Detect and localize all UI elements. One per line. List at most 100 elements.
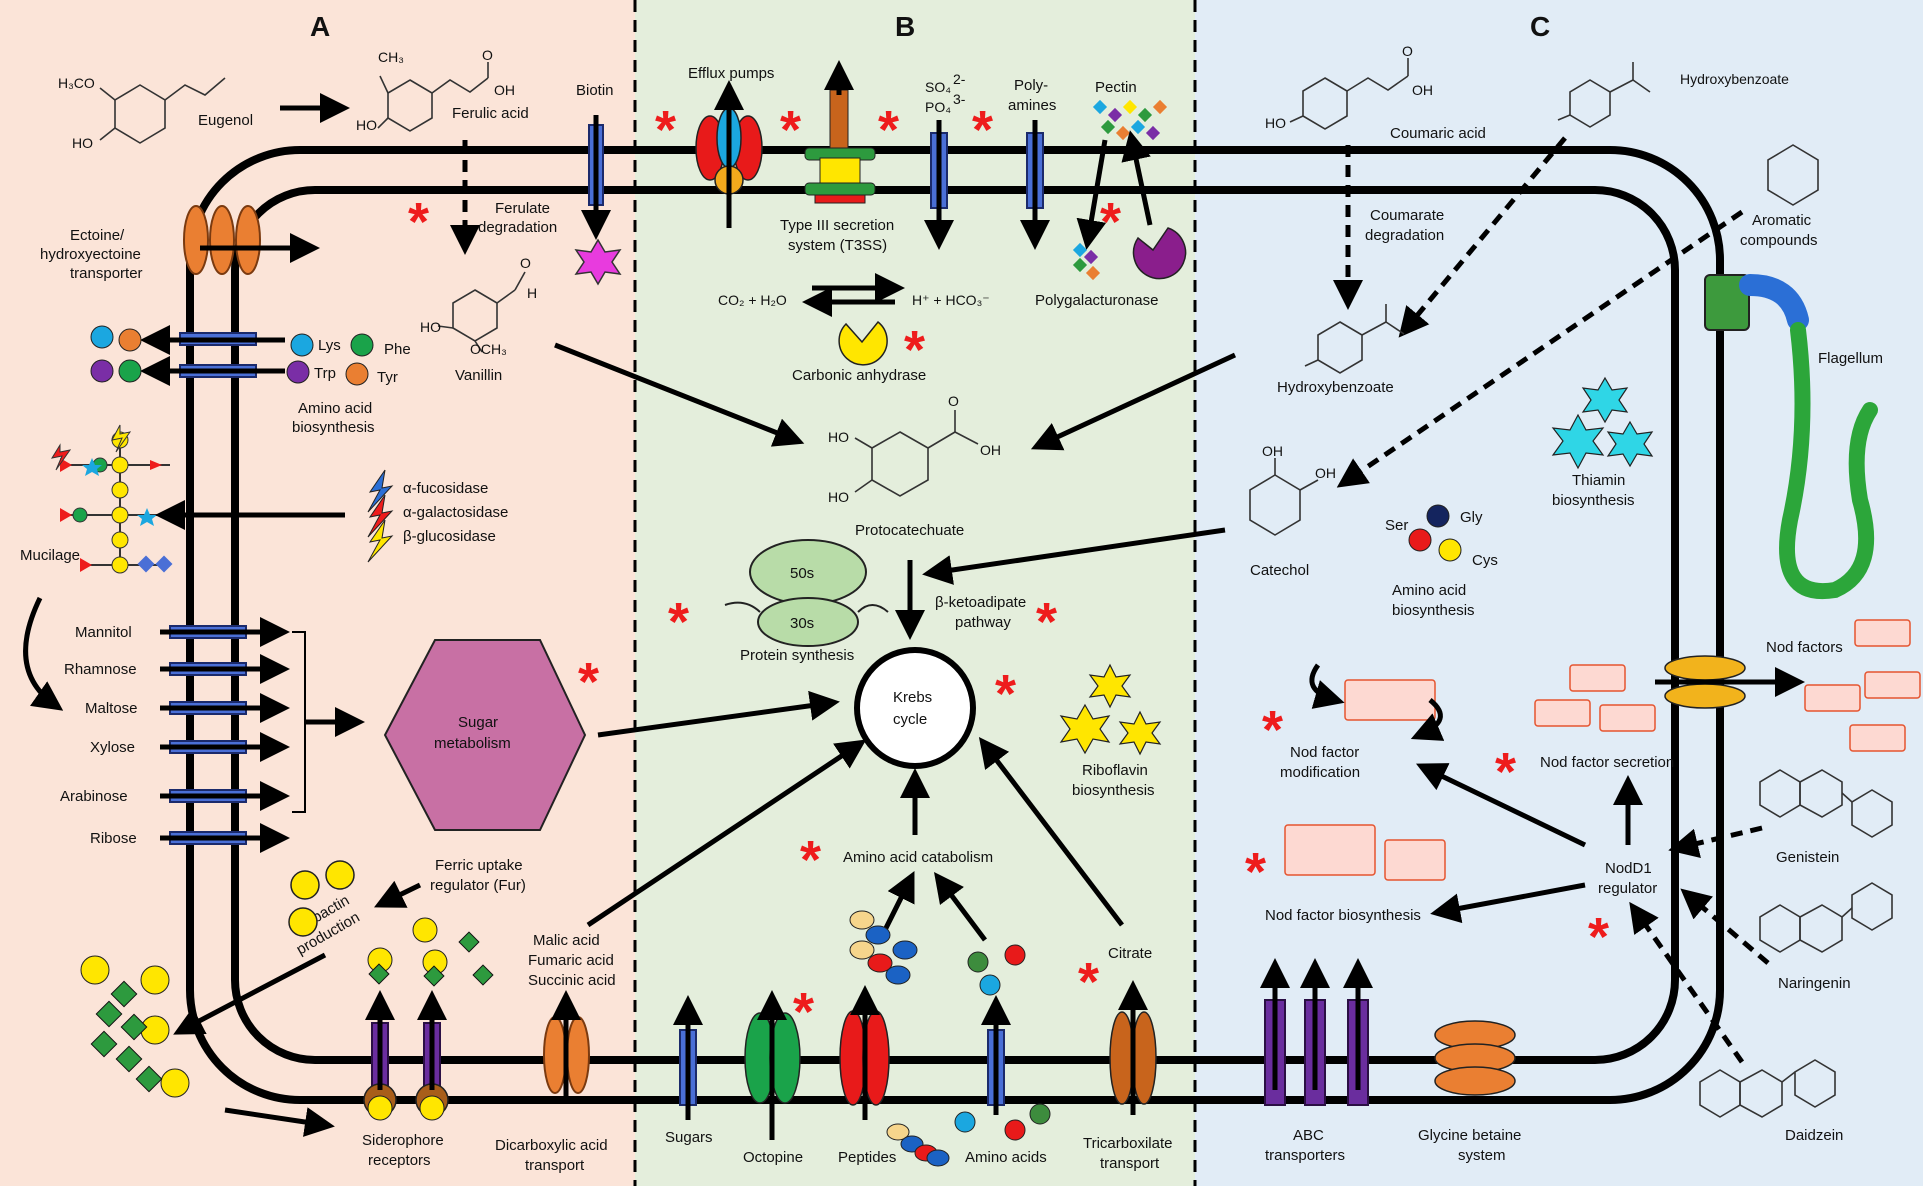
siderophore-line1: Siderophore — [362, 1132, 444, 1149]
flagellum-filament — [1779, 322, 1878, 600]
biotin-label: Biotin — [576, 82, 614, 99]
thiamin-line1: Thiamin — [1572, 472, 1625, 489]
protocatechuate-oh: OH — [980, 442, 1001, 458]
ketoadipate-line1: β-ketoadipate — [935, 594, 1026, 611]
glucosidase-bolt — [367, 519, 394, 563]
citrate-to-krebs-arrow — [978, 737, 1124, 927]
eugenol-structure — [99, 77, 226, 144]
hydroxybenzoate-mid-label: Hydroxybenzoate — [1277, 379, 1394, 396]
galactosidase-label: α-galactosidase — [403, 504, 508, 521]
tricarboxylate-line2: transport — [1100, 1155, 1160, 1172]
coumarate-line1: Coumarate — [1370, 207, 1444, 224]
nodd1-line1: NodD1 — [1605, 860, 1652, 877]
sugar-mannitol: Mannitol — [75, 624, 132, 641]
panel-letter-a: A — [310, 11, 330, 42]
phe-dot — [350, 333, 374, 357]
mucilage-label: Mucilage — [20, 547, 80, 564]
protocatechuate-ho-1: HO — [828, 429, 849, 445]
star-nod-mod: * — [1262, 700, 1283, 760]
phe-label: Phe — [384, 341, 411, 358]
succinic-acid: Succinic acid — [528, 972, 616, 989]
aa-bottom-blue — [954, 1111, 976, 1133]
star-so4: * — [878, 100, 899, 160]
panel-a-background — [0, 0, 635, 1186]
star-protein: * — [668, 592, 689, 652]
lys-label: Lys — [318, 337, 341, 354]
catechol-to-ketoadipate-arrow — [922, 527, 1226, 585]
aa-dot-left-4 — [118, 359, 142, 383]
aa-green-dot — [967, 951, 989, 973]
po4-charge: 3- — [953, 91, 966, 107]
ferulate-degradation-line2: degradation — [478, 219, 557, 236]
coumarate-line2: degradation — [1365, 227, 1444, 244]
ectoine-line3: transporter — [70, 265, 143, 282]
efflux-label: Efflux pumps — [688, 65, 774, 82]
hydroxybenzoate-top-structure — [1557, 62, 1651, 128]
hydroxybenzoate-top-label: Hydroxybenzoate — [1680, 71, 1789, 87]
thiamin-star-1 — [1581, 376, 1629, 424]
riboflavin-star-3 — [1118, 710, 1162, 756]
sugar-metabolism-line2: metabolism — [434, 735, 511, 752]
protein-synthesis-label: Protein synthesis — [740, 647, 854, 664]
star-efflux: * — [655, 100, 676, 160]
eugenol-label: Eugenol — [198, 112, 253, 129]
glycine-betaine-line1: Glycine betaine — [1418, 1127, 1521, 1144]
fur-line2: regulator (Fur) — [430, 877, 526, 894]
aromatic-ring — [1767, 144, 1819, 206]
star-nod-secretion: * — [1495, 742, 1516, 802]
fur-arrow — [374, 880, 422, 908]
ribosome-50s: 50s — [790, 565, 814, 582]
fucosidase-bolt — [367, 469, 394, 513]
sugar-metabolism-line1: Sugar — [458, 714, 498, 731]
eugenol-h3co: H₃CO — [58, 75, 95, 91]
glycine-betaine-system — [1434, 1020, 1516, 1096]
amino-biosynthesis-a-line2: biosynthesis — [292, 419, 375, 436]
aminoacids-to-catabolism-arrow — [934, 872, 987, 942]
star-sugar: * — [578, 652, 599, 712]
daidzein-to-nodd1-arrow — [1629, 901, 1745, 1064]
aa-blue-dot — [979, 974, 1001, 996]
sugar-to-krebs-arrow — [597, 690, 840, 738]
ferulic-acid-label: Ferulic acid — [452, 105, 529, 122]
genistein-label: Genistein — [1776, 849, 1839, 866]
nod-factors-label: Nod factors — [1766, 639, 1843, 656]
nodd1-to-biosynthesis-arrow — [1430, 882, 1586, 924]
aminoacids-b-label: Amino acids — [965, 1149, 1047, 1166]
star-nodd1: * — [1588, 907, 1609, 967]
sugar-arabinose: Arabinose — [60, 788, 128, 805]
genistein-to-nodd1-arrow — [1668, 825, 1763, 858]
star-krebs: * — [995, 664, 1016, 724]
polygalacturonase-shape — [1132, 227, 1187, 280]
aa-bottom-red — [1004, 1119, 1026, 1141]
nod-mod-line2: modification — [1280, 764, 1360, 781]
star-ferulate: * — [408, 192, 429, 252]
polyamines-line1: Poly- — [1014, 77, 1048, 94]
nodd1-to-modification-arrow — [1415, 763, 1587, 848]
naringenin-to-nodd1-arrow — [1680, 888, 1770, 965]
nod-factor-glyphs-inside — [1284, 664, 1656, 881]
vanillin-label: Vanillin — [455, 367, 502, 384]
aa-dot-left-3 — [90, 359, 114, 383]
peptides-label: Peptides — [838, 1149, 896, 1166]
vanillin-och3: OCH₃ — [470, 341, 507, 357]
peptide-cluster-top — [849, 910, 918, 985]
ferulic-oh: OH — [494, 82, 515, 98]
riboflavin-line1: Riboflavin — [1082, 762, 1148, 779]
riboflavin-star-2 — [1059, 703, 1111, 755]
peptide-transporter — [839, 1010, 890, 1106]
sugars-b-label: Sugars — [665, 1129, 713, 1146]
daidzein-structure — [1699, 1059, 1836, 1118]
protocatechuate-ho-2: HO — [828, 489, 849, 505]
catechol-oh-2: OH — [1315, 465, 1336, 481]
amino-biosynthesis-c-line2: biosynthesis — [1392, 602, 1475, 619]
po4-label: PO₄ — [925, 99, 951, 115]
amino-biosynthesis-c-line1: Amino acid — [1392, 582, 1466, 599]
octopine-label: Octopine — [743, 1149, 803, 1166]
so4-label: SO₄ — [925, 79, 951, 95]
nod-modification-curl-2 — [1410, 698, 1445, 741]
sugar-xylose: Xylose — [90, 739, 135, 756]
polygalacturonase-out-arrow — [1121, 130, 1153, 226]
naringenin-structure — [1759, 882, 1893, 953]
ribosome-30s: 30s — [790, 615, 814, 632]
